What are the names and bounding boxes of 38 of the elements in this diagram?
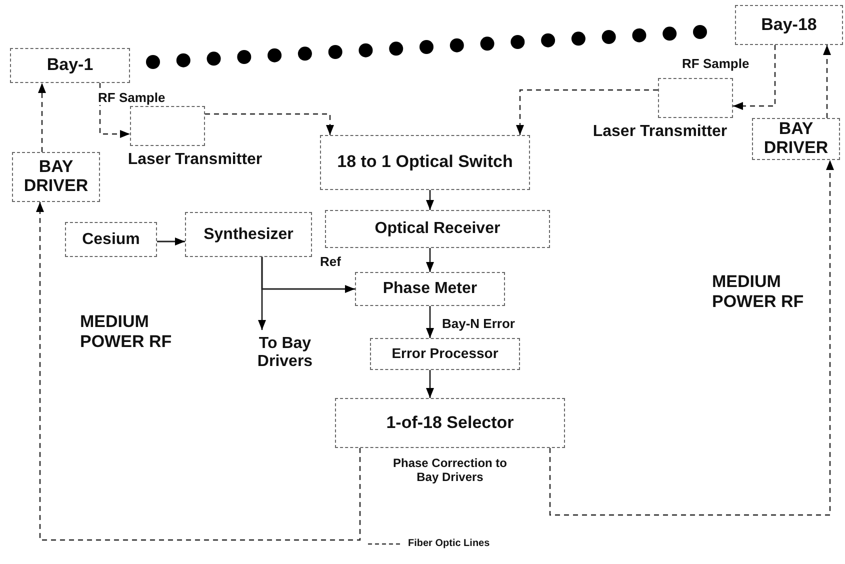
process-box: Optical Receiver [325, 210, 550, 248]
arrow [205, 113, 334, 135]
arrow [516, 89, 658, 135]
arrow [426, 190, 434, 210]
process-box: 18 to 1 Optical Switch [320, 135, 530, 190]
flow-label: To Bay Drivers [236, 330, 334, 376]
process-box: 1-of-18 Selector [335, 398, 565, 448]
arrow [36, 202, 361, 541]
arrow [733, 45, 776, 110]
process-box: Synthesizer [185, 212, 312, 257]
edge-label: RF Sample [680, 56, 752, 71]
region-label: MEDIUM POWER RF [80, 312, 173, 353]
block-caption: Laser Transmitter [126, 150, 264, 170]
arrow [426, 306, 434, 338]
edge-label: RF Sample [96, 90, 168, 105]
edge-label: Bay-N Error [440, 316, 517, 331]
arrow [549, 160, 834, 516]
arrow [258, 257, 266, 330]
process-box: Phase Meter [355, 272, 505, 306]
region-label: MEDIUM POWER RF [712, 272, 805, 313]
transmitter-box [658, 78, 733, 118]
edge-label: Ref [318, 254, 343, 269]
arrow [823, 45, 831, 118]
process-box: Error Processor [370, 338, 520, 370]
process-box: BAY DRIVER [752, 118, 840, 160]
legend-text: Fiber Optic Lines [408, 538, 490, 549]
process-box: Cesium [65, 222, 157, 257]
process-box: Bay-18 [735, 5, 843, 45]
arrow [38, 83, 46, 152]
arrow [426, 248, 434, 272]
transmitter-box [130, 106, 205, 146]
process-box: BAY DRIVER [12, 152, 100, 202]
arrow [99, 83, 130, 138]
arrow [426, 370, 434, 398]
process-box: Bay-1 [10, 48, 130, 83]
arrow [157, 238, 185, 246]
block-caption: Laser Transmitter [592, 122, 728, 142]
block-caption: Phase Correction to Bay Drivers [392, 456, 508, 485]
